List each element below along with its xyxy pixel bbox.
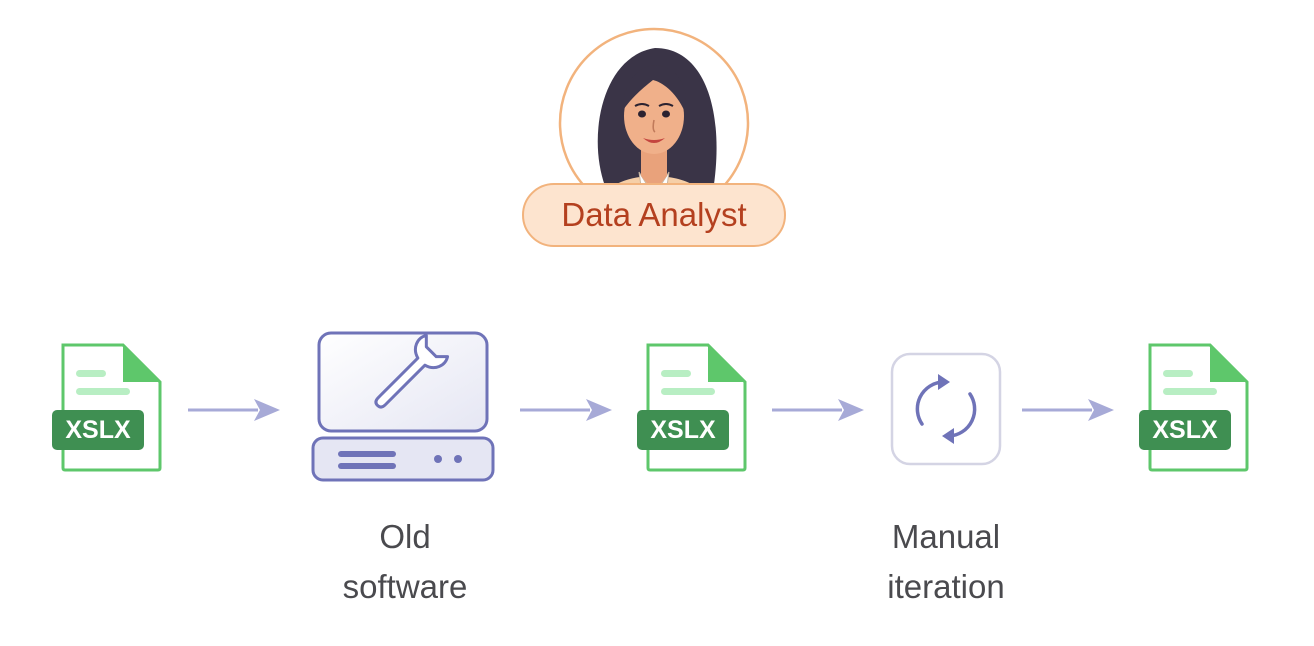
manual-iteration-node [890, 352, 1002, 466]
caption-line: iteration [887, 568, 1005, 605]
role-badge: Data Analyst [522, 183, 786, 247]
file-type-label: XSLX [65, 416, 131, 444]
manual-iteration-caption: Manual iteration [840, 512, 1052, 612]
flow-arrow [520, 399, 612, 421]
refresh-cycle-icon [890, 352, 1002, 466]
flow-arrow [188, 399, 280, 421]
spreadsheet-file-icon: XSLX [637, 343, 747, 472]
old-software-node [308, 328, 500, 486]
computer-wrench-icon [311, 331, 495, 482]
role-label: Data Analyst [561, 196, 747, 233]
file-type-label: XSLX [1152, 416, 1218, 444]
caption-line: Manual [891, 518, 1001, 555]
spreadsheet-file-icon: XSLX [1139, 343, 1249, 472]
spreadsheet-file-icon: XSLX [52, 343, 162, 472]
file-type-label: XSLX [650, 416, 716, 444]
caption-line: software [342, 568, 468, 605]
flow-arrow [1022, 399, 1114, 421]
input-spreadsheet-file: XSLX [52, 342, 162, 472]
old-software-caption: Old software [300, 512, 510, 612]
flow-arrow [772, 399, 864, 421]
intermediate-spreadsheet-file: XSLX [637, 342, 747, 472]
output-spreadsheet-file: XSLX [1139, 342, 1249, 472]
caption-line: Old [379, 518, 431, 555]
